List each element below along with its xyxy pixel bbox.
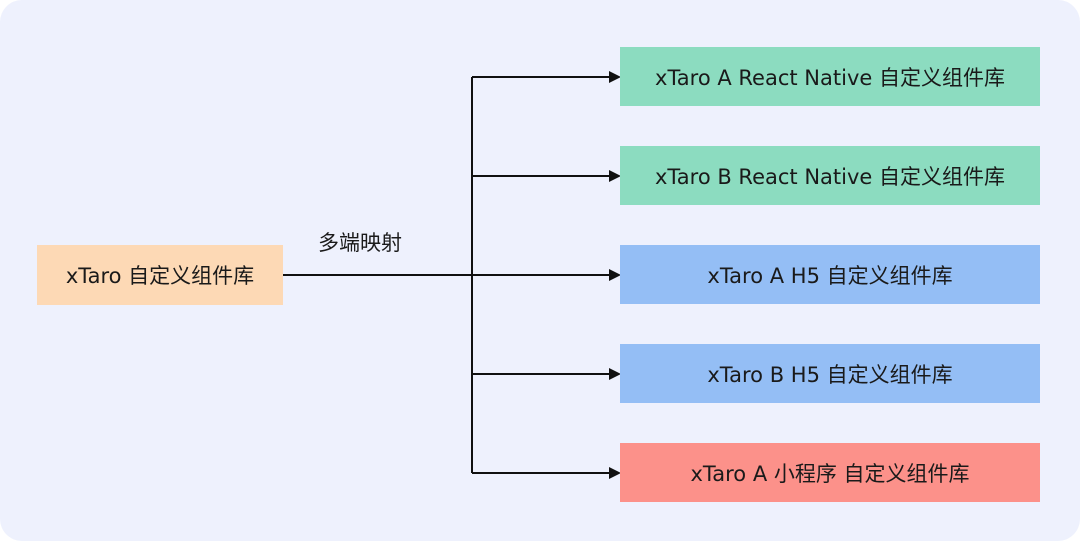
target-node: xTaro A 小程序 自定义组件库	[620, 443, 1040, 502]
edge-label: 多端映射	[318, 231, 402, 255]
target-node: xTaro B React Native 自定义组件库	[620, 146, 1040, 205]
target-node: xTaro A React Native 自定义组件库	[620, 47, 1040, 106]
target-node: xTaro A H5 自定义组件库	[620, 245, 1040, 304]
target-node: xTaro B H5 自定义组件库	[620, 344, 1040, 403]
source-node: xTaro 自定义组件库	[37, 245, 283, 305]
